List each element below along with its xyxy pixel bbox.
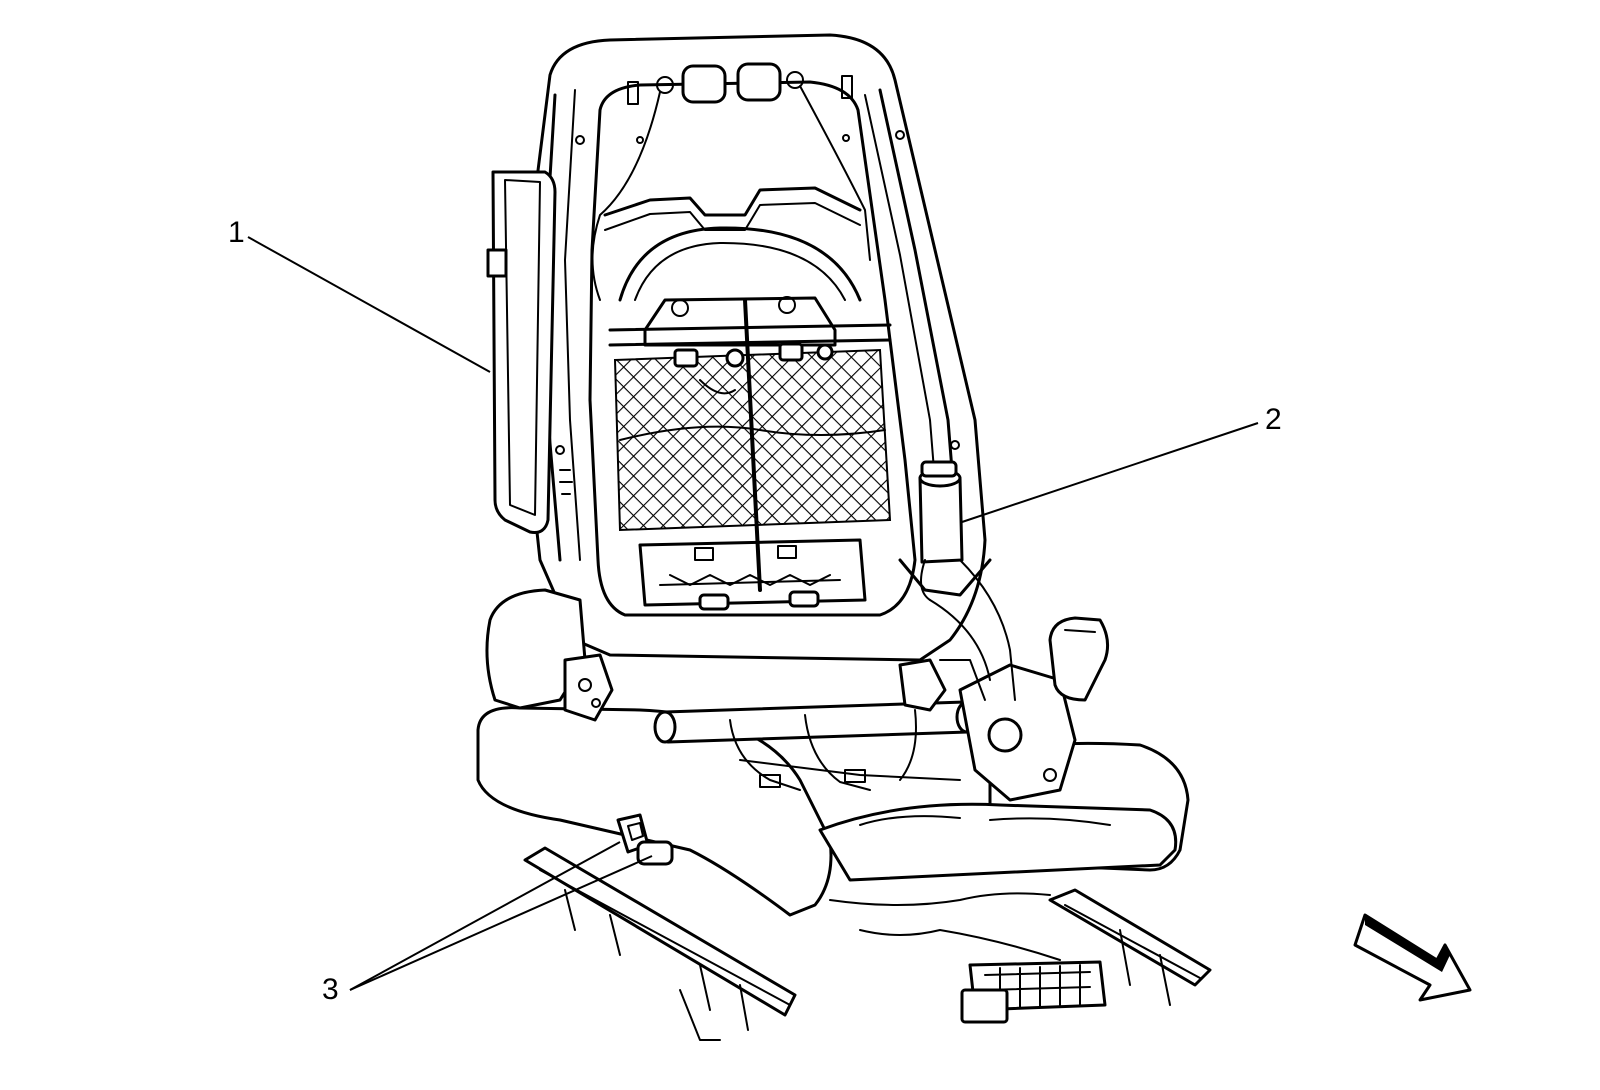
callout-3: 3	[322, 973, 339, 1006]
leader-line-1	[247, 236, 491, 373]
seat-connectors	[616, 813, 674, 866]
seat-tracks	[523, 846, 1212, 1041]
leader-line-2	[961, 422, 1259, 523]
wiring-harness	[929, 559, 1016, 701]
leader-line-3b	[349, 855, 653, 991]
callout-1: 1	[228, 216, 245, 249]
view-direction-arrow-icon	[1353, 913, 1472, 1002]
seat-back-side-panel	[486, 170, 573, 534]
seat-cushion-frame	[476, 588, 1190, 917]
seat-back-frame	[523, 33, 992, 662]
leader-line-3a	[349, 841, 621, 991]
callout-2: 2	[1265, 403, 1282, 436]
